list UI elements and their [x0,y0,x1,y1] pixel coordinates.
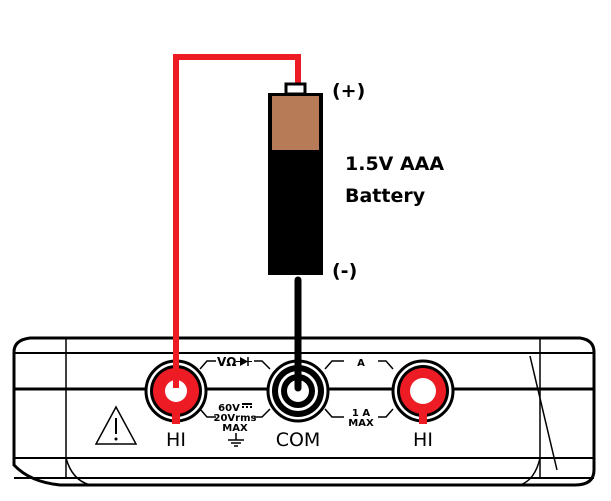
jack-hi-current[interactable] [391,359,455,424]
amp-label: A [357,358,365,369]
positive-wire [173,54,301,388]
jack-hi-voltage[interactable] [144,359,208,424]
ac-voltage-label: 20Vrms [214,413,257,424]
amp-max-label: 1 A [352,408,370,419]
battery [268,82,323,275]
amp-max-label-2: MAX [348,418,374,429]
jack-label-com: COM [276,429,321,451]
dc-symbol-icon [242,403,252,408]
dc-voltage-label: 60V [218,403,240,414]
diode-icon [236,357,252,366]
jack-label-hi: HI [166,429,186,451]
negative-terminal-label: (-) [332,260,357,282]
jack-label-hi-2: HI [413,429,433,451]
positive-terminal-label: (+) [332,80,365,102]
battery-type-label: Battery [345,185,426,207]
terminal-brackets [199,360,394,418]
warning-triangle-icon [94,405,138,445]
battery-name-label: 1.5V AAA [345,153,444,175]
ground-icon [228,433,244,447]
max-label: MAX [222,423,248,434]
voltage-ohm-label: VΩ [217,355,237,369]
